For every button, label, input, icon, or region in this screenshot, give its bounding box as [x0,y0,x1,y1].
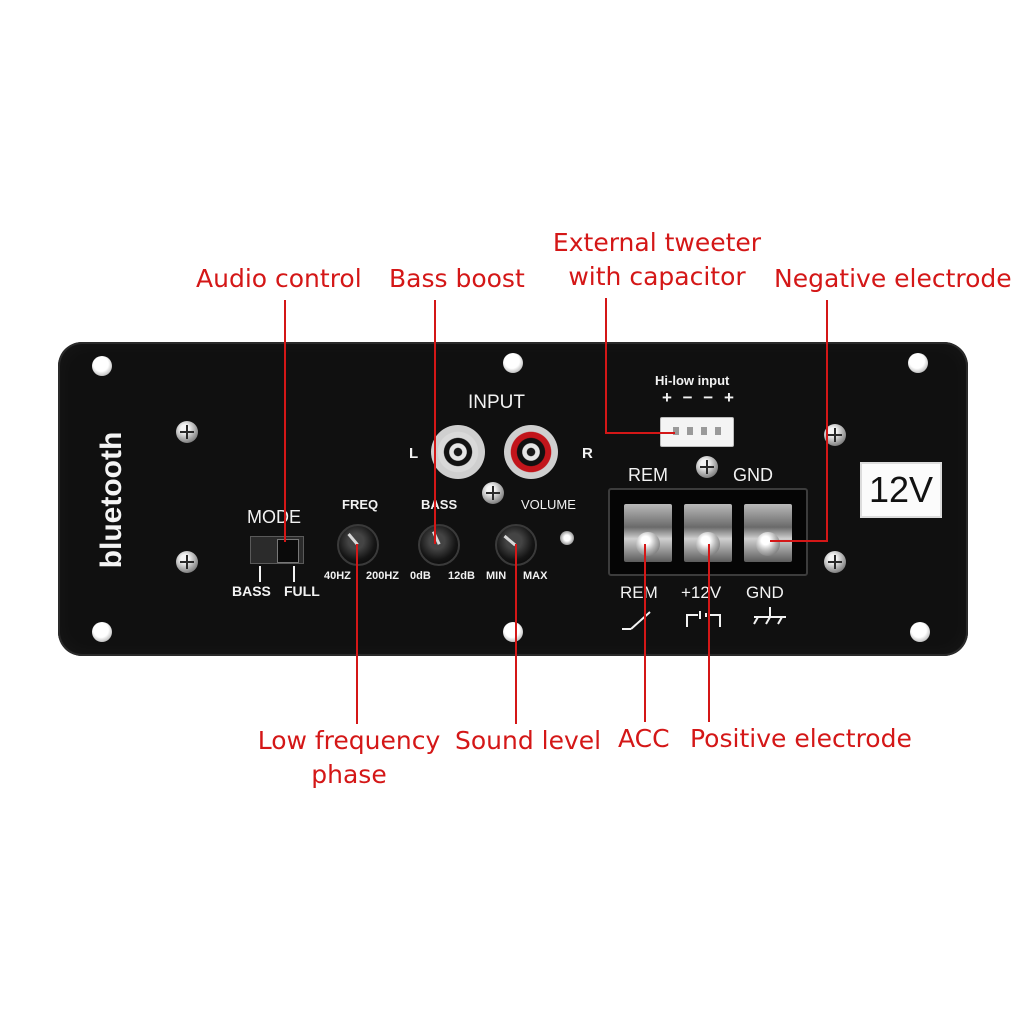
callout-acc: ACC [618,724,670,753]
leader-external-tweeter-h [605,432,675,434]
bass-min-label: 0dB [410,570,431,582]
terminal-bottom-12v: +12V [681,583,722,602]
callout-low-frequency-line1: Low frequency [257,726,441,755]
mounting-hole [908,353,928,373]
screw-icon [824,424,846,446]
volume-min-label: MIN [486,570,507,582]
leader-low-frequency [356,544,358,724]
input-title: INPUT [468,392,525,413]
bass-title: BASS [421,497,458,512]
mode-tick-full [293,566,295,582]
leader-positive-electrode [708,544,710,722]
screw-icon [176,421,198,443]
hilow-title: Hi-low input [655,373,730,388]
freq-knob[interactable] [337,524,379,566]
terminal-bottom-rem: REM [620,583,658,602]
amplifier-panel [58,342,968,656]
callout-audio-control: Audio control [196,264,362,293]
callout-external-tweeter-line2: with capacitor [568,262,746,291]
hilow-pin-labels: + − − + [662,388,737,407]
indicator-led [560,531,574,545]
callout-external-tweeter-line1: External tweeter [552,228,762,257]
mounting-hole [503,622,523,642]
callout-low-frequency-phase: Low frequency phase [254,724,444,792]
terminal-rem-label: REM [628,465,668,485]
callout-negative-electrode: Negative electrode [774,264,1012,293]
screw-icon [824,551,846,573]
leader-acc [644,544,646,722]
leader-negative-electrode-v [826,300,828,542]
rca-right-jack[interactable] [504,425,558,479]
callout-positive-electrode: Positive electrode [690,724,912,753]
mounting-hole [92,356,112,376]
screw-icon [482,482,504,504]
screw-icon [176,551,198,573]
rca-left-jack[interactable] [431,425,485,479]
ground-symbol-icon [753,607,786,625]
terminal-screw-gnd[interactable] [756,532,780,556]
leader-external-tweeter-v [605,298,607,434]
mounting-hole [92,622,112,642]
leader-bass-boost [434,300,436,544]
switch-symbol-icon [622,611,651,630]
bass-knob[interactable] [418,524,460,566]
mode-title: MODE [247,507,301,527]
mounting-hole [910,622,930,642]
leader-audio-control [284,300,286,542]
callout-low-frequency-line2: phase [311,760,387,789]
battery-symbol-icon [686,611,721,627]
input-left-label: L [409,445,419,462]
mode-switch[interactable] [250,536,304,564]
voltage-badge: 12V [860,462,942,518]
mode-tick-bass [259,566,261,582]
bass-max-label: 12dB [448,570,475,582]
mounting-hole [503,353,523,373]
callout-sound-level: Sound level [455,726,602,755]
leader-negative-electrode-h [770,540,828,542]
terminal-screw-rem[interactable] [636,532,660,556]
brand-label: bluetooth [95,431,128,569]
screw-icon [696,456,718,478]
freq-min-label: 40HZ [324,570,351,582]
callout-external-tweeter: External tweeter with capacitor [548,226,766,294]
volume-title: VOLUME [521,497,576,512]
mode-bass-label: BASS [232,583,271,599]
volume-max-label: MAX [523,570,548,582]
freq-title: FREQ [342,497,379,512]
input-right-label: R [582,445,593,462]
freq-max-label: 200HZ [366,570,400,582]
terminal-gnd-label: GND [733,465,773,485]
hilow-input-connector[interactable] [660,417,734,447]
callout-bass-boost: Bass boost [389,264,525,293]
leader-sound-level [515,544,517,724]
mode-full-label: FULL [284,583,320,599]
terminal-bottom-gnd: GND [746,583,784,602]
